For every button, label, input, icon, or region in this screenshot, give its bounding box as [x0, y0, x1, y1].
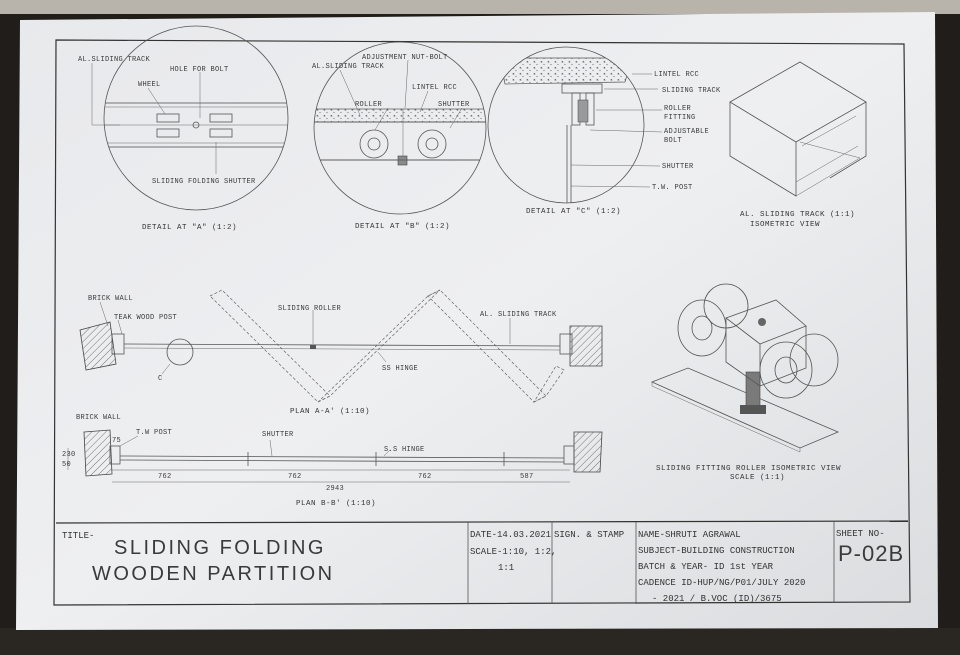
roller-isometric: SLIDING FITTING ROLLER ISOMETRIC VIEW SC…: [650, 283, 841, 482]
plan-aa: C BRICK WALL TEAK WOOD POST SLIDING ROLL…: [79, 289, 603, 416]
plan-aa-caption: PLAN A-A' (1:10): [290, 408, 370, 416]
plan-bb-dim-post: 75: [112, 437, 121, 445]
detail-b-lintel-label: LINTEL RCC: [412, 84, 457, 92]
detail-c-post-label: T.W. POST: [652, 184, 693, 192]
plan-aa-post-label: TEAK WOOD POST: [114, 314, 177, 322]
track-iso-caption-1: AL. SLIDING TRACK (1:1): [740, 211, 855, 219]
desk-top-edge: [0, 0, 960, 14]
detail-b-shutter-label: SHUTTER: [438, 101, 470, 109]
detail-c-track-label: SLIDING TRACK: [662, 87, 721, 95]
detail-c-adjustable-label: ADJUSTABLE: [664, 128, 709, 136]
date-field: DATE-14.03.2021: [470, 530, 551, 540]
detail-c: LINTEL RCC SLIDING TRACK ROLLER FITTING …: [487, 46, 721, 216]
detail-b-roller-label: ROLLER: [355, 101, 383, 109]
subject-field: SUBJECT-BUILDING CONSTRUCTION: [638, 546, 795, 556]
detail-c-bolt-label: BOLT: [664, 137, 682, 145]
detail-b-nut-label: ADJUSTMENT NUT-BOLT: [362, 54, 448, 62]
plan-aa-brick-label: BRICK WALL: [88, 295, 133, 303]
plan-bb-shutter-label: SHUTTER: [262, 431, 294, 439]
scale-field-1: SCALE-1:10, 1:2,: [470, 547, 556, 557]
desk-bottom-edge: [0, 628, 960, 655]
detail-c-caption: DETAIL AT "C" (1:2): [526, 208, 621, 216]
plan-bb-dim-3: 762: [418, 473, 432, 481]
plan-aa-roller-label: SLIDING ROLLER: [278, 305, 342, 313]
title-line-2: WOODEN PARTITION: [92, 563, 335, 585]
plan-aa-c-label: C: [158, 375, 163, 383]
detail-b-track-label: AL.SLIDING TRACK: [312, 63, 385, 71]
detail-c-fitting-label: FITTING: [664, 114, 696, 122]
sign-stamp-field: SIGN. & STAMP: [554, 530, 624, 540]
plan-bb-dim-total: 2943: [326, 485, 344, 493]
track-isometric: AL. SLIDING TRACK (1:1) ISOMETRIC VIEW: [729, 61, 867, 229]
roller-iso-caption-1: SLIDING FITTING ROLLER ISOMETRIC VIEW: [656, 465, 841, 473]
detail-a: AL.SLIDING TRACK HOLE FOR BOLT WHEEL SLI…: [78, 25, 289, 232]
plan-bb-post-label: T.W POST: [136, 429, 172, 437]
plan-bb: BRICK WALL T.W POST SHUTTER S.S HINGE 75…: [62, 414, 603, 508]
sheet-no-label: SHEET NO-: [836, 529, 885, 539]
plan-aa-track-label: AL. SLIDING TRACK: [480, 311, 557, 319]
detail-b: ADJUSTMENT NUT-BOLT AL.SLIDING TRACK LIN…: [312, 41, 487, 231]
detail-a-track-label: AL.SLIDING TRACK: [78, 56, 151, 64]
plan-bb-hinge-label: S.S HINGE: [384, 446, 425, 454]
roll-field: - 2021 / B.VOC (ID)/3675: [652, 594, 782, 604]
plan-bb-caption: PLAN B-B' (1:10): [296, 500, 376, 508]
plan-bb-dim-4: 587: [520, 473, 534, 481]
detail-b-caption: DETAIL AT "B" (1:2): [355, 223, 450, 231]
plan-bb-dim-1: 762: [158, 473, 172, 481]
cadence-field: CADENCE ID-HUP/NG/P01/JULY 2020: [638, 578, 805, 588]
roller-iso-caption-2: SCALE (1:1): [730, 474, 785, 482]
detail-a-caption: DETAIL AT "A" (1:2): [142, 224, 237, 232]
detail-c-roller-label: ROLLER: [664, 105, 692, 113]
name-field: NAME-SHRUTI AGRAWAL: [638, 530, 741, 540]
sheet-border: [53, 39, 911, 606]
detail-a-hole-label: HOLE FOR BOLT: [170, 66, 229, 74]
detail-a-wheel-label: WHEEL: [138, 81, 161, 89]
scale-field-2: 1:1: [498, 563, 514, 573]
plan-bb-dim-2: 762: [288, 473, 302, 481]
detail-c-shutter-label: SHUTTER: [662, 163, 694, 171]
plan-aa-hinge-label: SS HINGE: [382, 365, 418, 373]
plan-bb-dim-wall-a: 230: [62, 451, 76, 459]
detail-a-shutter-label: SLIDING FOLDING SHUTTER: [152, 178, 256, 186]
track-iso-caption-2: ISOMETRIC VIEW: [750, 221, 820, 229]
title-label: TITLE-: [62, 531, 94, 541]
paper-sheet: [16, 12, 938, 630]
plan-bb-dim-wall-b: 50: [62, 461, 71, 469]
detail-c-lintel-label: LINTEL RCC: [654, 71, 699, 79]
title-block: TITLE- SLIDING FOLDING WOODEN PARTITION …: [55, 520, 909, 604]
plan-bb-brick-label: BRICK WALL: [76, 414, 121, 422]
sheet-no-value: P-02B: [838, 541, 904, 566]
batch-field: BATCH & YEAR- ID 1st YEAR: [638, 562, 774, 572]
title-line-1: SLIDING FOLDING: [114, 537, 326, 559]
